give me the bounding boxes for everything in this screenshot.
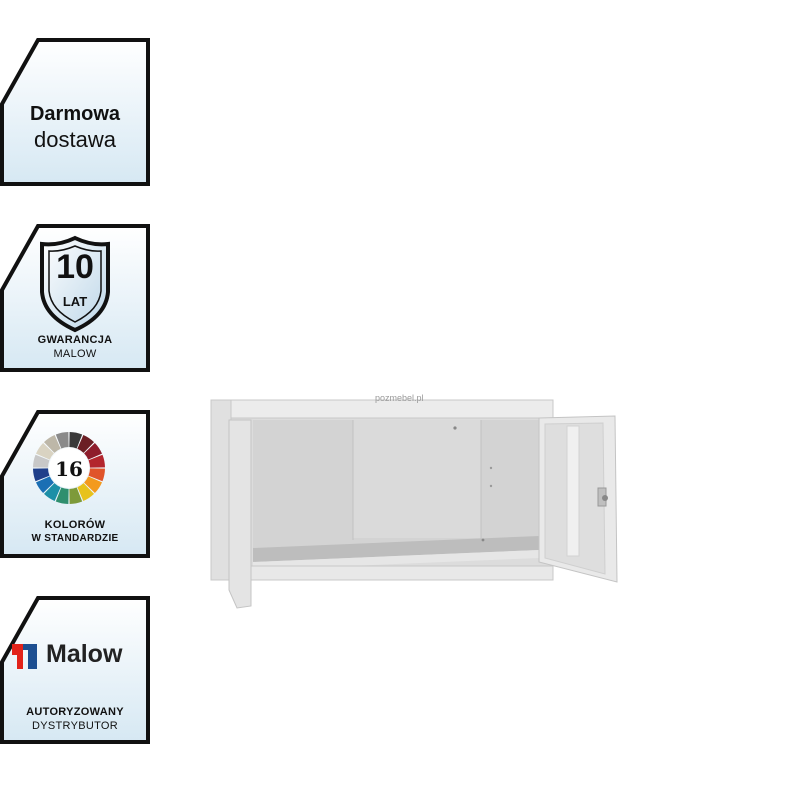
color-swatch [55,432,69,449]
badge-frame [0,224,150,372]
warranty-line1: GWARANCJA [37,334,113,346]
color-swatch [88,468,105,482]
colors-badge: 16 KOLORÓW W STANDARDZIE [0,410,150,558]
color-wheel-icon [33,432,105,504]
product-image: pozmebel.pl [205,390,635,625]
distributor-line1: AUTORYZOWANY [26,706,124,718]
badge-frame [0,410,150,558]
malow-logo-text: Malow [46,640,123,668]
badge-frame [0,596,150,744]
free-delivery-badge: Darmowa dostawa [0,38,150,186]
color-swatch [77,483,95,502]
color-swatch [43,434,61,453]
color-swatch [69,432,83,449]
color-swatch [88,454,105,468]
delivery-line1: Darmowa [29,103,121,125]
badge-frame [0,38,150,186]
watermark-text: pozmebel.pl [375,393,424,403]
delivery-line2: dostawa [34,127,116,152]
shield-icon [40,235,110,333]
warranty-badge: 10 LAT GWARANCJA MALOW [0,224,150,372]
color-swatch [84,442,103,460]
color-swatch [77,434,95,453]
warranty-unit: LAT [62,294,88,309]
colors-line2: W STANDARDZIE [31,533,119,544]
metal-cabinet-illustration [210,399,618,609]
color-swatch [55,487,69,504]
color-swatch [33,454,50,468]
color-wheel-center [49,448,89,488]
warranty-line2: MALOW [53,348,97,360]
color-swatch [69,487,83,504]
distributor-line2: DYSTRYBUTOR [31,720,119,732]
color-swatch [35,476,54,494]
warranty-number: 10 [56,248,94,286]
malow-logo-icon [12,644,37,669]
colors-line1: KOLORÓW [44,519,106,531]
color-swatch [84,476,103,494]
color-swatch [35,442,54,460]
colors-count: 16 [55,457,83,481]
color-swatch [43,483,61,502]
distributor-badge: Malow AUTORYZOWANY DYSTRYBUTOR [0,596,150,744]
color-swatch [33,468,50,482]
